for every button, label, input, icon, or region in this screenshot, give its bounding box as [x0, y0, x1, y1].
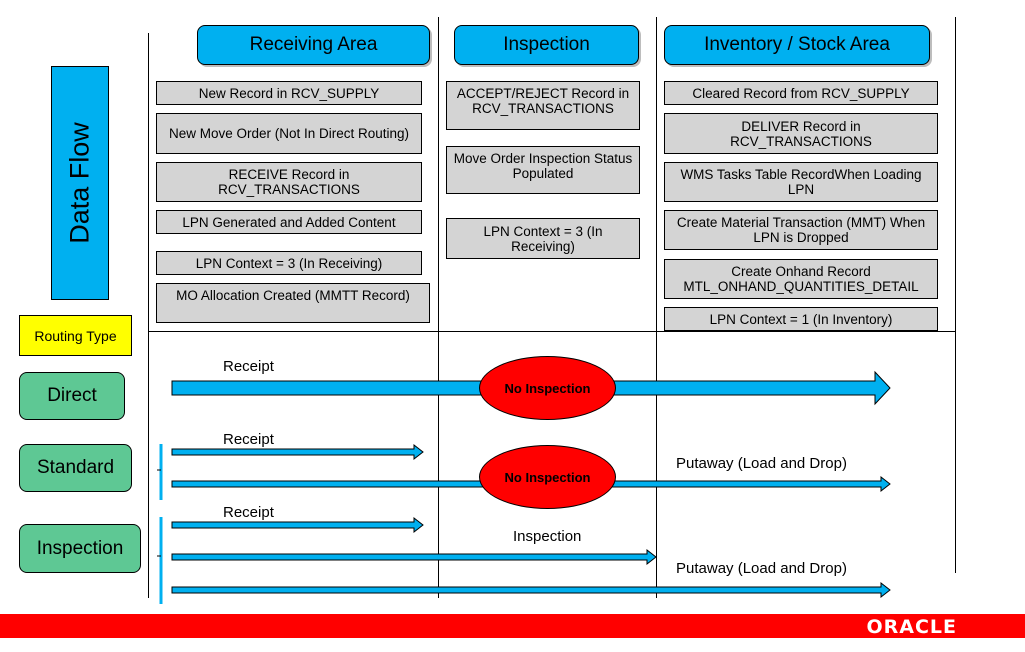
- receiving-record-3: RECEIVE Record in RCV_TRANSACTIONS: [156, 162, 422, 202]
- header-receiving-area: Receiving Area: [197, 25, 430, 65]
- inventory-record-6: LPN Context = 1 (In Inventory): [664, 307, 938, 331]
- data-flow-label-box: Data Flow: [51, 66, 109, 300]
- standard-receipt-label: Receipt: [223, 431, 274, 448]
- routing-type-standard: Standard: [19, 444, 132, 492]
- inspection-record-3: LPN Context = 3 (In Receiving): [446, 218, 640, 259]
- inspection-receipt-arrow: [171, 516, 424, 534]
- oracle-logo: ORACLE: [866, 616, 957, 638]
- divider-inspection-inventory: [656, 17, 657, 598]
- divider-horizontal: [148, 331, 956, 332]
- inventory-record-1: Cleared Record from RCV_SUPPLY: [664, 81, 938, 105]
- routing-type-inspection: Inspection: [19, 524, 141, 573]
- divider-right: [955, 17, 956, 573]
- receiving-record-4: LPN Generated and Added Content: [156, 210, 422, 234]
- inventory-record-4: Create Material Transaction (MMT) When L…: [664, 210, 938, 250]
- inspection-putaway-arrow: [171, 581, 891, 599]
- divider-left: [148, 33, 149, 598]
- inventory-record-5: Create Onhand Record MTL_ONHAND_QUANTITI…: [664, 259, 938, 299]
- divider-receiving-inspection: [438, 17, 439, 598]
- inspection-putaway-label: Putaway (Load and Drop): [676, 560, 847, 577]
- receiving-record-1: New Record in RCV_SUPPLY: [156, 81, 422, 105]
- no-inspection-direct: No Inspection: [479, 356, 616, 420]
- inspection-record-1: ACCEPT/REJECT Record in RCV_TRANSACTIONS: [446, 81, 640, 130]
- direct-receipt-label: Receipt: [223, 358, 274, 375]
- routing-type-direct: Direct: [19, 372, 125, 420]
- routing-type-label: Routing Type: [19, 315, 132, 356]
- inspection-record-2: Move Order Inspection Status Populated: [446, 146, 640, 194]
- footer-bar: ORACLE: [0, 614, 1025, 638]
- inspection-inspect-arrow: [171, 548, 657, 566]
- standard-receipt-arrow: [171, 443, 424, 461]
- no-inspection-standard: No Inspection: [479, 445, 616, 509]
- inventory-record-2: DELIVER Record in RCV_TRANSACTIONS: [664, 113, 938, 154]
- receiving-record-2: New Move Order (Not In Direct Routing): [156, 113, 422, 154]
- standard-putaway-label: Putaway (Load and Drop): [676, 455, 847, 472]
- header-inspection: Inspection: [454, 25, 639, 65]
- inspection-inspect-label: Inspection: [513, 528, 582, 545]
- receiving-record-5: LPN Context = 3 (In Receiving): [156, 251, 422, 275]
- inventory-record-3: WMS Tasks Table RecordWhen Loading LPN: [664, 162, 938, 202]
- receiving-record-6: MO Allocation Created (MMTT Record): [156, 283, 430, 323]
- header-inventory-stock-area: Inventory / Stock Area: [664, 25, 930, 65]
- inspection-receipt-label: Receipt: [223, 504, 274, 521]
